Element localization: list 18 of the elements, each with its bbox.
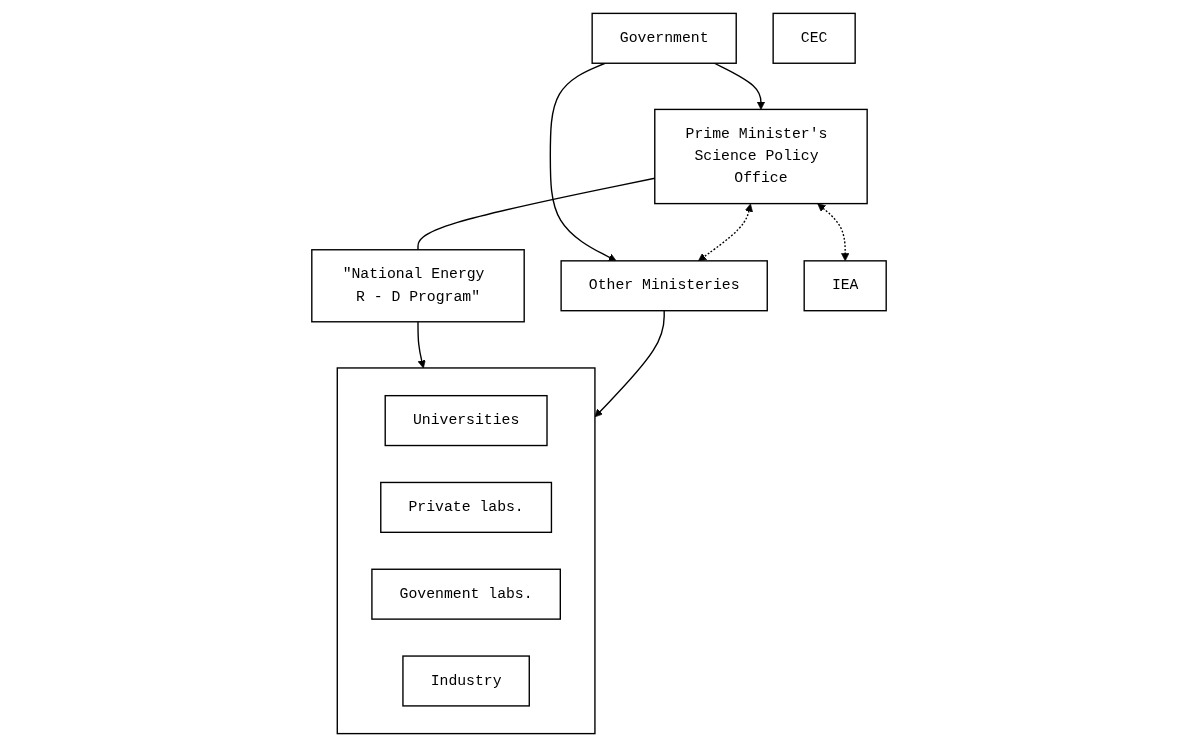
- node-box: Private labs.: [379, 481, 552, 533]
- node-box: Other Ministeries: [559, 260, 768, 312]
- node-box: Govenment labs.: [370, 568, 561, 620]
- arrow: [594, 310, 665, 418]
- arrow: [713, 62, 765, 110]
- arrow: [816, 203, 849, 262]
- node-box: Industry: [401, 655, 530, 707]
- node-box: CEC: [771, 12, 856, 64]
- node-box: IEA: [803, 260, 887, 312]
- connector: [416, 177, 655, 251]
- node-box: Government: [590, 12, 737, 64]
- arrow: [549, 62, 616, 262]
- node-box: Universities: [384, 394, 548, 447]
- arrow: [697, 203, 753, 262]
- node-box: "National Energy R - D Program": [310, 249, 525, 323]
- arrow: [416, 321, 426, 369]
- node-box: Prime Minister's Science Policy Office: [653, 108, 868, 205]
- cluster: [336, 367, 596, 735]
